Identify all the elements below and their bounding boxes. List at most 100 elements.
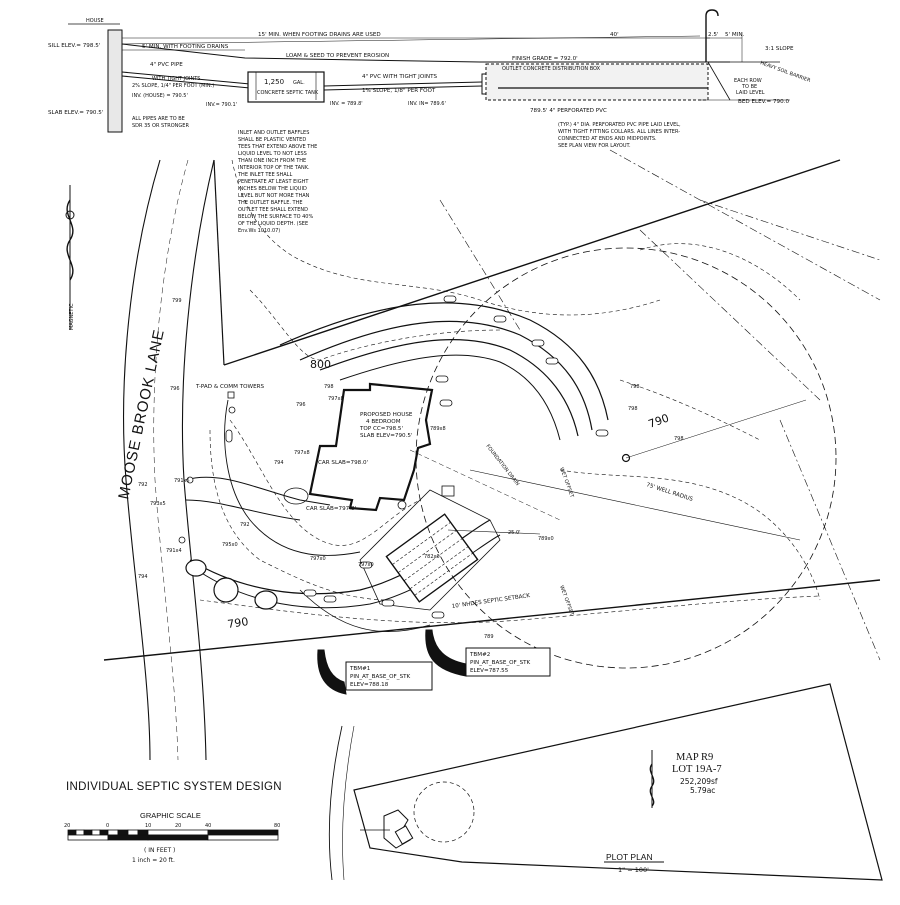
spot-elev: 782x0 (424, 554, 440, 560)
spot-elev: 798 (628, 406, 638, 412)
pipes-1-label: ALL PIPES ARE TO BE (132, 116, 185, 122)
typ-1-label: (TYP.) 4" DIA. PERFORATED PVC PIPE LAID … (558, 122, 681, 128)
lot-label: LOT 19A-7 (672, 764, 722, 775)
perf-pvc-label: 789.5' 4" PERFORATED PVC (530, 108, 607, 114)
scale-ratio: 1 inch = 20 ft. (132, 857, 175, 864)
typ-3-label: CONNECTED AT ENDS AND MIDPOINTS. (558, 136, 657, 142)
baffle-note-line: LEVEL BUT NOT MORE THAN (238, 193, 310, 199)
finish-grade-label: FINISH GRADE = 792.0' (512, 56, 578, 62)
spot-elev: 798 (324, 384, 334, 390)
septic-setback-label: 10' NHDES SEPTIC SETBACK (451, 593, 530, 610)
spot-elev: 797x0 (358, 562, 374, 568)
leach-field (385, 513, 479, 603)
sill-elev-label: SILL ELEV.= 798.5' (48, 43, 100, 49)
scale-tick: 0 (106, 823, 109, 829)
plot-plan (328, 683, 883, 881)
house-label-1: PROPOSED HOUSE (360, 412, 413, 418)
spot-elev: 792 (240, 522, 250, 528)
baffle-note-line: BELOW THE SURFACE TO 40% (238, 214, 313, 220)
bed-elev-label: BED ELEV.= 790.0 (738, 99, 789, 105)
contour-800-label: 800 (310, 358, 331, 371)
spot-elev: 796 (296, 402, 306, 408)
baffle-note-line: THE OUTLET BAFFLE. THE (237, 200, 303, 206)
spot-elev: 798 (630, 384, 640, 390)
spot-elev: 789 (484, 634, 494, 640)
slab-elev-label: SLAB ELEV.= 790.5' (48, 110, 103, 116)
well-icon (621, 453, 631, 463)
spot-elev: 794 (138, 574, 148, 580)
house-pipe (121, 71, 251, 85)
property-line-west (213, 159, 225, 366)
grading-contour (279, 302, 609, 421)
dim-25-label: 2.5' (708, 32, 718, 38)
section-labels: HOUSE SILL ELEV.= 798.5' SLAB ELEV.= 790… (48, 18, 812, 149)
inv-in-label: INV. IN= 789.6' (408, 101, 446, 107)
driveway (185, 476, 331, 506)
driveway-loop (224, 399, 361, 556)
typ-2-label: WITH TIGHT FITTING COLLARS. ALL LINES IN… (558, 129, 680, 135)
tank-gal-number: 1,250 (264, 78, 284, 86)
grading-contour (299, 320, 593, 431)
spot-elev: 799 (172, 298, 182, 304)
spot-elev: 793x5 (150, 501, 166, 507)
contour-line (229, 419, 421, 546)
slope-31-label: 3:1 SLOPE (765, 46, 794, 52)
min-with-drains-label: 5' MIN. WITH FOOTING DRAINS (142, 44, 229, 50)
spot-elev: 797x8 (328, 396, 344, 402)
baffle-note: INLET AND OUTLET BAFFLES SHALL BE PLASTI… (237, 130, 317, 234)
section-detail (68, 9, 790, 133)
spot-elev: 789x0 (538, 536, 554, 542)
typ-4-label: SEE PLAN VIEW FOR LAYOUT. (558, 143, 631, 149)
grading-contour (299, 589, 431, 632)
graphic-scale: GRAPHIC SCALE 20 0 10 20 40 80 ( IN FEET… (64, 811, 280, 864)
contour-790b-label: 790 (227, 615, 250, 631)
scale-tick: 20 (64, 823, 70, 829)
lot-boundary (353, 683, 883, 881)
baffle-note-line: INTERIOR TOP OF THE TANK. (238, 165, 310, 171)
contour-line (199, 595, 821, 623)
scale-tick: 40 (205, 823, 211, 829)
tbm-1: TBM#1 PIN_AT_BASE_OF_STK ELEV=788.18 (317, 649, 433, 695)
house-label-4: SLAB ELEV=790.5' (360, 433, 413, 439)
spot-elev: 798 (674, 436, 684, 442)
driveway (185, 499, 301, 521)
garage-label: CAR SLAB=798.0' (318, 460, 368, 466)
tbm-1-elev: ELEV=788.18 (350, 682, 389, 688)
garage2-label: CAR SLAB=797.8' (306, 506, 356, 512)
contour-line (209, 429, 391, 601)
tight-joints-1-label: WITH TIGHT JOINTS (152, 76, 200, 82)
each-row-2-label: TO BE (741, 84, 757, 90)
tbm-2-elev: ELEV=787.55 (470, 668, 509, 674)
baffle-note-line: Env.Ws 1010.07) (238, 228, 280, 234)
area-ac-label: 5.79ac (690, 786, 715, 795)
pipes-2-label: SDR 35 OR STRONGER (132, 123, 189, 129)
outlet-box-label: OUTLET CONCRETE DISTRIBUTION BOX (502, 66, 601, 72)
baffle-note-line: TEES THAT EXTEND ABOVE THE (237, 144, 317, 150)
each-row-1-label: EACH ROW (734, 78, 762, 84)
spot-elev: 791x4 (166, 548, 182, 554)
scale-bar (67, 829, 279, 841)
spot-elev: 797x0 (310, 556, 326, 562)
plot-well-circle (413, 781, 475, 843)
ground-line (121, 43, 730, 63)
plot-north-arrow-icon (649, 750, 655, 808)
spot-elev: 797x8 (294, 450, 310, 456)
leach-bed (485, 63, 709, 101)
house-wall (107, 29, 123, 133)
graphic-scale-title: GRAPHIC SCALE (140, 811, 201, 820)
loam-label: LOAM & SEED TO PREVENT EROSION (286, 53, 389, 59)
magnetic-label: MAGNETIC (69, 303, 75, 330)
baffle-note-line: OUTLET TEE SHALL EXTEND (238, 207, 308, 213)
baffle-note-line: OF THE LIQUID DEPTH. (SEE (238, 221, 308, 227)
well-radius-label: 75' WELL RADIUS (645, 482, 694, 503)
plot-plan-title: PLOT PLAN (606, 852, 653, 862)
well-radius-circle (415, 247, 837, 669)
house-label: HOUSE (86, 18, 104, 24)
area-sf-label: 252,209sf (680, 777, 718, 786)
plot-plan-labels: MAP R9 LOT 19A-7 252,209sf 5.79ac PLOT P… (606, 752, 722, 874)
baffle-note-line: THAN ONE INCH FROM THE (237, 158, 306, 164)
tbm-1-pointer (317, 649, 347, 695)
plot-road (328, 725, 343, 881)
dim-40-label: 40' (610, 32, 619, 38)
